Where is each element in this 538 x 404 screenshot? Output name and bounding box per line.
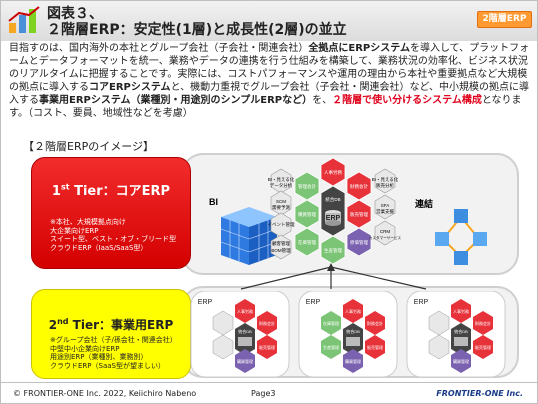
svg-text:ERP: ERP — [326, 215, 341, 222]
svg-text:財務会計: 財務会計 — [350, 183, 368, 190]
core-module-honeycomb: 管理会計 人事労務 財務会計 購買管理 統合DB ERP 販売管理 在庫管理 生… — [294, 157, 372, 265]
svg-text:販売分析: 販売分析 — [376, 182, 394, 189]
erp-unit-3: ERP 人事労務 財務会計 統合DB 販売管理 購買管理 — [406, 291, 506, 377]
svg-text:購買管理: 購買管理 — [345, 358, 361, 364]
svg-text:BI・見える化: BI・見える化 — [268, 176, 295, 183]
erp-unit-1: ERP 人事労務 財務会計 統合DB 販売管理 購買管理 — [190, 291, 290, 377]
page-title: ２階層ERP：安定性(1層)と成長性(2層)の並立 — [47, 22, 347, 38]
svg-text:人事労務: 人事労務 — [237, 308, 253, 314]
tier2-title: 2nd Tier：事業用ERP — [48, 317, 174, 332]
svg-text:購買管理: 購買管理 — [298, 211, 316, 218]
body-paragraph: 目指すのは、国内海外の本社とグループ会社（子会社・関連会社）全拠点にERPシステ… — [9, 43, 530, 119]
svg-text:財務会計: 財務会計 — [475, 320, 491, 326]
image-caption: 【２階層ERPのイメージ】 — [23, 140, 155, 153]
svg-text:統合DB: 統合DB — [238, 328, 252, 334]
svg-text:カスタマーサービス: カスタマーサービス — [369, 235, 402, 240]
header-band — [1, 1, 537, 41]
svg-text:財務会計: 財務会計 — [259, 320, 275, 326]
footer-company: FRONTIER-ONE Inc. — [436, 389, 523, 398]
svg-text:販売管理: 販売管理 — [475, 344, 491, 350]
svg-text:財務会計: 財務会計 — [367, 320, 383, 326]
svg-text:CRM: CRM — [380, 229, 390, 234]
svg-text:生産管理: 生産管理 — [324, 247, 342, 254]
svg-text:生産管理: 生産管理 — [323, 344, 339, 350]
svg-text:ERP: ERP — [306, 299, 321, 306]
svg-text:SFA: SFA — [381, 203, 390, 208]
svg-text:在庫管理: 在庫管理 — [298, 239, 316, 246]
svg-text:人事労務: 人事労務 — [324, 169, 342, 176]
svg-text:購買管理: 購買管理 — [453, 358, 469, 364]
business-erp-diagram: ERP 人事労務 財務会計 統合DB 販売管理 購買管理 ERP 在庫管理 生産… — [190, 291, 506, 377]
svg-text:人事労務: 人事労務 — [453, 308, 469, 314]
svg-text:SCM: SCM — [276, 199, 286, 204]
section-badge: 2階層ERP — [477, 11, 532, 28]
svg-text:ERP: ERP — [414, 299, 429, 306]
svg-text:人事労務: 人事労務 — [345, 308, 361, 314]
network-icon — [435, 209, 487, 265]
svg-text:在庫管理: 在庫管理 — [323, 320, 339, 326]
svg-text:統合DB: 統合DB — [454, 328, 468, 334]
link-label: 連結 — [415, 198, 433, 209]
svg-text:ERP: ERP — [198, 299, 213, 306]
svg-text:販売管理: 販売管理 — [350, 211, 368, 218]
svg-text:販売管理: 販売管理 — [259, 344, 275, 350]
page-title-number: 図表３、 — [47, 6, 103, 22]
svg-text:営業支援: 営業支援 — [376, 208, 394, 215]
svg-text:BI・見える化: BI・見える化 — [372, 176, 399, 183]
svg-text:顧客管理: 顧客管理 — [272, 240, 290, 247]
svg-text:統合DB: 統合DB — [325, 196, 340, 203]
bi-cube-icon — [220, 207, 278, 265]
tier2-box: 2nd Tier：事業用ERP ※グループ会社（子/孫会社・関連会社）中堅中小企… — [31, 289, 191, 379]
svg-text:統合DB: 統合DB — [346, 328, 360, 334]
svg-text:管理会計: 管理会計 — [298, 183, 316, 190]
svg-text:イベント管理: イベント管理 — [268, 221, 295, 228]
svg-text:BOM管理: BOM管理 — [271, 247, 291, 254]
tier1-title: 1st Tier：コアERP — [51, 182, 171, 199]
bi-label: BI — [209, 197, 218, 207]
svg-text:需要予測: 需要予測 — [272, 204, 290, 211]
svg-text:原価管理: 原価管理 — [350, 239, 368, 246]
erp-unit-2: ERP 在庫管理 生産管理 人事労務 財務会計 統合DB 販売管理 購買管理 — [298, 291, 398, 377]
svg-text:購買管理: 購買管理 — [237, 358, 253, 364]
svg-text:データ分析: データ分析 — [270, 182, 293, 189]
footer-page-number: Page3 — [251, 389, 276, 398]
connector-lines — [240, 263, 427, 290]
footer-divider — [1, 382, 537, 383]
svg-text:販売管理: 販売管理 — [367, 344, 383, 350]
chart-header-icon — [8, 6, 40, 33]
footer-copyright: © FRONTIER-ONE Inc. 2022, Keiichiro Nabe… — [13, 389, 197, 398]
